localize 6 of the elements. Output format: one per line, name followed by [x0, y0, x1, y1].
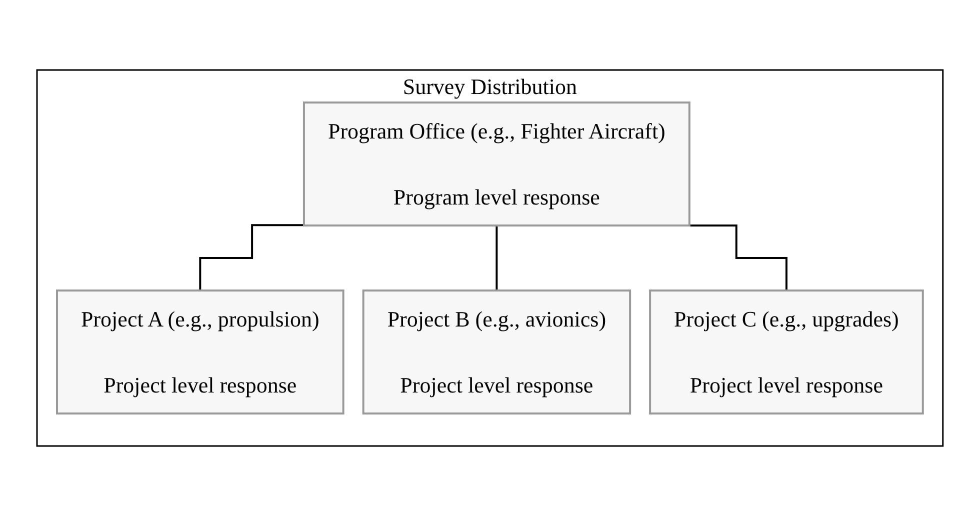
- node-box: Project C (e.g., upgrades) Project level response: [649, 290, 924, 414]
- node-box: Program Office (e.g., Fighter Aircraft) Program level response: [303, 102, 690, 226]
- node-box: Project A (e.g., propulsion) Project level response: [56, 290, 344, 414]
- connector: [199, 224, 304, 292]
- connector: [496, 224, 498, 292]
- node-box: Project B (e.g., avionics) Project level response: [362, 290, 632, 414]
